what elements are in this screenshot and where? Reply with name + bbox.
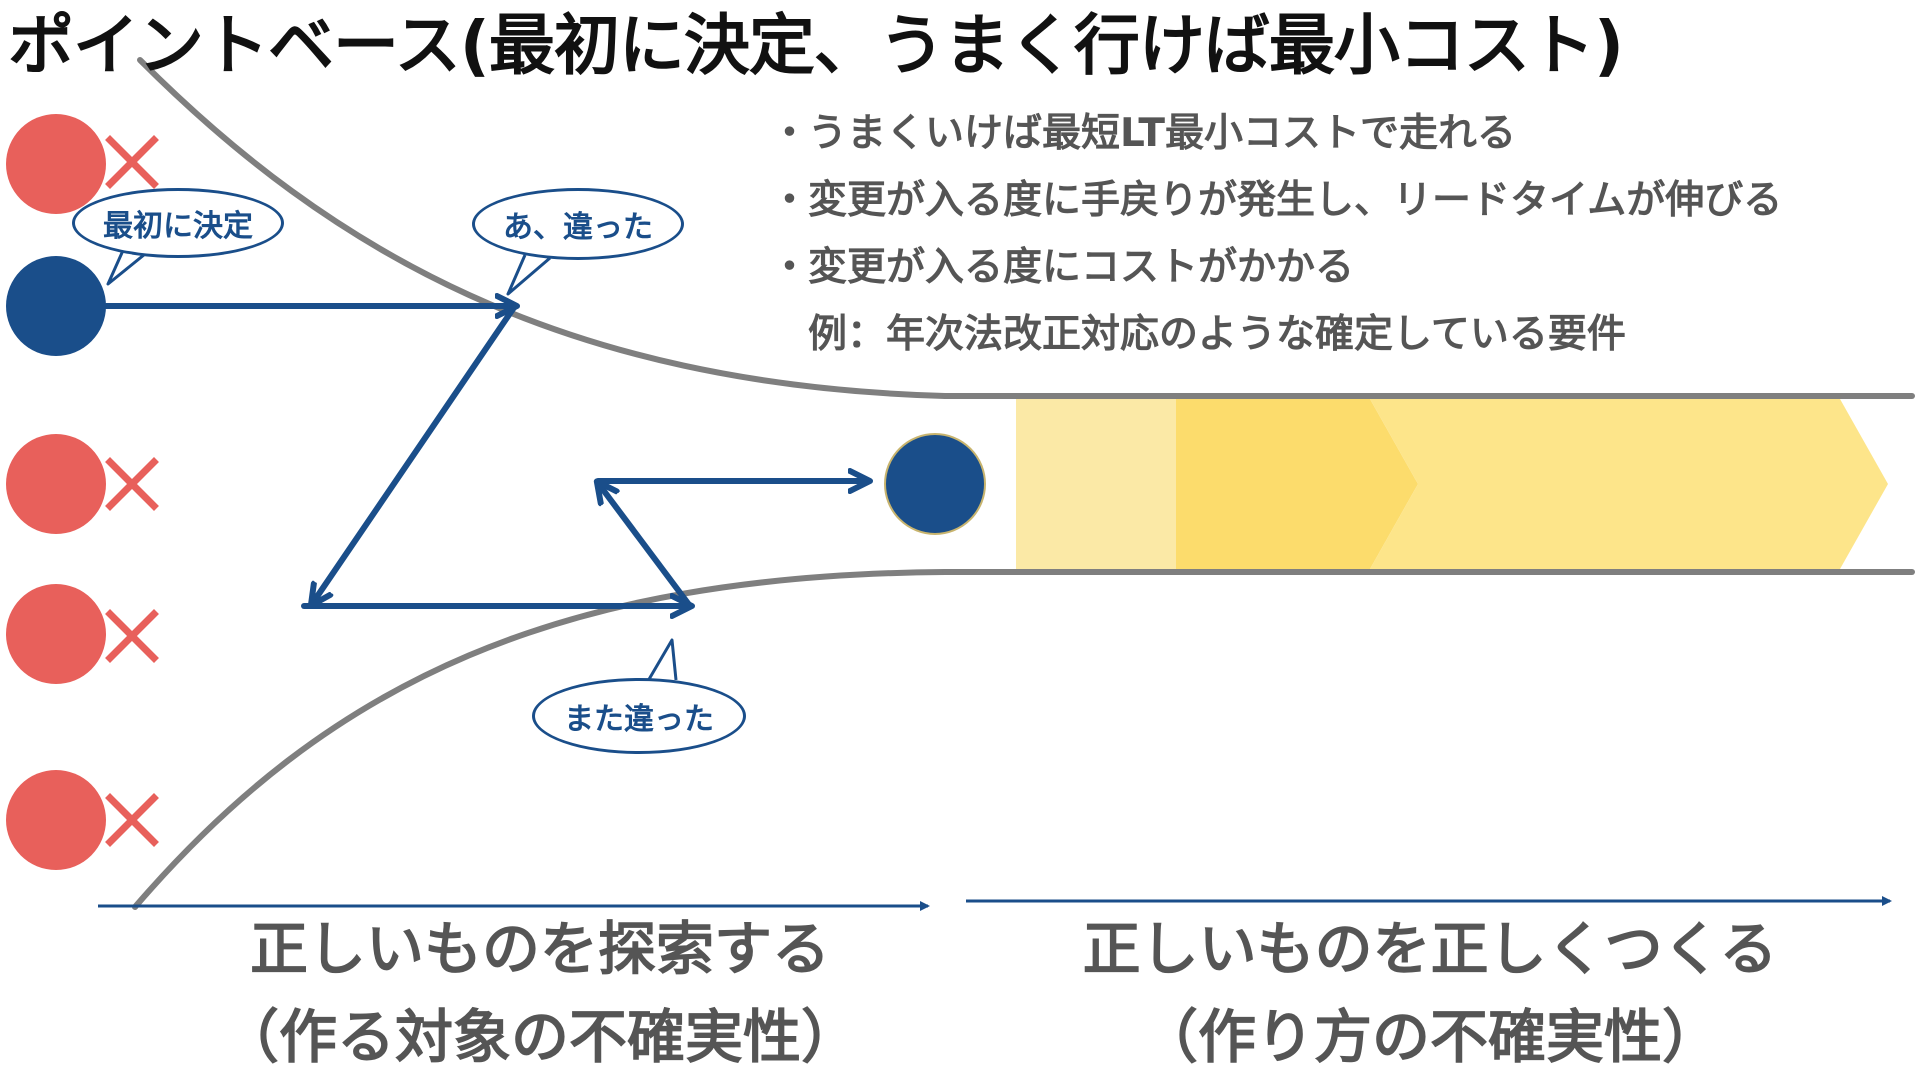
funnel-upper-curve — [137, 57, 948, 399]
bullet-text: 変更が入る度にコストがかかる — [808, 245, 1355, 290]
timeline-axes — [98, 896, 1892, 911]
bullet-item: ・変更が入る度にコストがかかる — [770, 234, 1900, 301]
option-circle — [6, 114, 106, 214]
bubble-tail-again — [646, 638, 678, 682]
rejected-option — [6, 770, 159, 870]
bubble-tail-oops — [506, 254, 551, 296]
caption-build-line1: 正しいものを正しくつくる — [1082, 915, 1778, 983]
rejected-option — [6, 434, 159, 534]
tube-chevron-mid — [1176, 399, 1418, 569]
bullet-item: ・うまくいけば最短LT最小コストで走れる — [770, 100, 1900, 167]
bullet-text: 変更が入る度に手戻りが発生し、リードタイムが伸びる — [808, 178, 1783, 223]
option-circle — [6, 770, 106, 870]
goal-circle — [884, 433, 986, 535]
slide-title: ポイントベース(最初に決定、うまく行けば最小コスト) — [8, 7, 1624, 84]
caption-explore-line1: 正しいものを探索する — [249, 915, 830, 983]
funnel-lower-curve — [132, 569, 948, 910]
initial-decision-circle — [6, 256, 106, 356]
rejected-option — [6, 584, 159, 684]
bubble-different-again-text: また違った — [564, 702, 714, 737]
caption-build-line2: （作り方の不確実性） — [1139, 1003, 1720, 1071]
option-circle — [6, 434, 106, 534]
arrow-back-up — [598, 483, 693, 609]
bubble-first-decision-text: 最初に決定 — [103, 209, 253, 244]
bubble-first-decision: 最初に決定 — [72, 188, 284, 258]
bullet-item: ・変更が入る度に手戻りが発生し、リードタイムが伸びる — [770, 167, 1900, 234]
funnel — [132, 57, 1915, 910]
bullet-text: うまくいけば最短LT最小コストで走れる — [808, 111, 1516, 156]
arrow-back-down — [312, 303, 518, 604]
delivery-tube — [1016, 399, 1888, 569]
bullet-marker: ・ — [770, 111, 810, 156]
bullet-example: 例：年次法改正対応のような確定している要件 — [770, 301, 1900, 368]
x-mark-icon — [105, 609, 159, 663]
caption-build: 正しいものを正しくつくる （作り方の不確実性） — [980, 905, 1880, 1081]
rejected-options — [6, 114, 159, 870]
caption-explore-line2: （作る対象の不確実性） — [220, 1003, 859, 1071]
x-mark-icon — [105, 135, 159, 189]
bullet-marker: ・ — [770, 245, 810, 290]
bullet-list: ・うまくいけば最短LT最小コストで走れる ・変更が入る度に手戻りが発生し、リード… — [770, 100, 1900, 368]
bubble-different-again: また違った — [532, 678, 746, 754]
bubble-oops-different-text: あ、違った — [503, 210, 653, 245]
rejected-option — [6, 114, 159, 214]
tube-chevron-bright — [1370, 399, 1888, 569]
bubble-tails — [106, 245, 678, 682]
caption-explore: 正しいものを探索する （作る対象の不確実性） — [120, 905, 960, 1081]
x-mark-icon — [105, 793, 159, 847]
tube-chevron-pale — [1016, 399, 1180, 569]
x-mark-icon — [105, 457, 159, 511]
option-circle — [6, 584, 106, 684]
exploration-path — [102, 303, 868, 609]
bullet-marker: ・ — [770, 178, 810, 223]
bullet-text: 例：年次法改正対応のような確定している要件 — [808, 312, 1626, 357]
bubble-oops-different: あ、違った — [472, 188, 684, 260]
